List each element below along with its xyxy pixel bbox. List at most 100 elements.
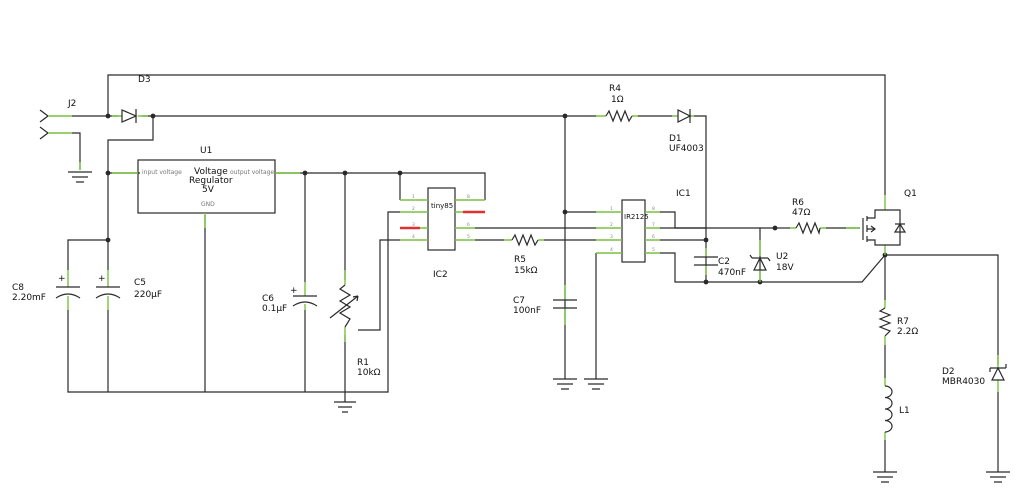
- r7-ref: R7: [897, 317, 909, 327]
- u1-pin-in: input voltage: [142, 169, 182, 176]
- wire-5v-rail: [275, 172, 401, 200]
- svg-text:8: 8: [467, 194, 470, 200]
- resistor-r4[interactable]: R4 1Ω: [596, 84, 638, 123]
- svg-text:+: +: [290, 286, 298, 296]
- svg-text:3: 3: [610, 234, 613, 240]
- j2-ref: J2: [67, 99, 76, 109]
- d1-ref: D1: [669, 134, 682, 144]
- capacitor-c5[interactable]: + C5 220µF: [95, 270, 162, 310]
- svg-text:+: +: [58, 274, 66, 284]
- u2-ref: U2: [776, 252, 788, 262]
- c7-value: 100nF: [513, 306, 541, 316]
- r7-value: 2.2Ω: [897, 327, 918, 337]
- resistor-r7[interactable]: R7 2.2Ω: [878, 300, 918, 345]
- svg-text:3: 3: [412, 222, 415, 228]
- svg-text:4: 4: [610, 247, 613, 253]
- wire-j2-gnd: [72, 132, 81, 170]
- capacitor-c2[interactable]: C2 470nF: [694, 248, 746, 278]
- r1-ref: R1: [357, 358, 369, 368]
- wire-ic2-pin2: [387, 211, 400, 230]
- ground-icon: [68, 162, 92, 183]
- svg-text:2: 2: [610, 222, 613, 228]
- junction: [397, 170, 403, 176]
- r4-value: 1Ω: [611, 95, 624, 105]
- junction: [105, 237, 111, 243]
- u2-value: 18V: [776, 263, 794, 273]
- svg-text:8: 8: [652, 206, 655, 212]
- junction: [562, 209, 568, 215]
- ground-symbols: [68, 162, 1010, 483]
- l1-ref: L1: [899, 406, 910, 416]
- ic1-ref: IC1: [676, 189, 691, 199]
- ground-icon: [553, 377, 577, 390]
- r5-ref: R5: [514, 255, 526, 265]
- inductor-l1[interactable]: L1: [884, 378, 910, 440]
- junction: [150, 113, 156, 119]
- c8-value: 2.20mF: [12, 293, 46, 303]
- wire-ic1-vb: [660, 211, 706, 229]
- capacitor-c6[interactable]: + C6 0.1µF: [262, 282, 318, 314]
- c2-ref: C2: [718, 257, 730, 267]
- mosfet-q1[interactable]: Q1: [846, 189, 917, 255]
- diode-d1[interactable]: D1 UF4003: [669, 109, 704, 154]
- resistor-r5[interactable]: R5 15kΩ: [504, 233, 544, 276]
- diode-d2[interactable]: D2 MBR4030: [942, 355, 1007, 392]
- svg-text:6: 6: [467, 222, 470, 228]
- svg-text:5: 5: [652, 247, 655, 253]
- r5-value: 15kΩ: [514, 266, 538, 276]
- ground-icon: [986, 470, 1010, 483]
- r6-ref: R6: [792, 198, 804, 208]
- resistor-r6[interactable]: R6 47Ω: [790, 198, 826, 236]
- svg-text:5: 5: [467, 234, 470, 240]
- u1-pin-gnd: GND: [201, 201, 215, 208]
- junction: [703, 237, 709, 243]
- svg-text:4: 4: [412, 234, 415, 240]
- junction-dots: [105, 113, 888, 285]
- potentiometer-r1[interactable]: R1 10kΩ: [329, 270, 381, 378]
- svg-text:1: 1: [412, 194, 415, 200]
- junction: [562, 113, 568, 119]
- svg-text:1: 1: [610, 206, 613, 212]
- q1-ref: Q1: [904, 189, 917, 199]
- regulator-u1[interactable]: U1 Voltage Regulator 5V input voltage ou…: [112, 146, 300, 228]
- wire-source-d2: [885, 254, 999, 365]
- svg-text:7: 7: [652, 222, 655, 228]
- c2-value: 470nF: [718, 268, 746, 278]
- u1-line2: Regulator: [189, 176, 233, 186]
- c5-value: 220µF: [134, 290, 162, 300]
- c6-value: 0.1µF: [262, 304, 287, 314]
- ic-ic1[interactable]: 1 2 3 4 8 7 6 5 IR2125 IC1: [596, 189, 691, 263]
- wires: [67, 74, 999, 470]
- diode-d3[interactable]: D3: [112, 75, 151, 123]
- ic-ic2[interactable]: 12 34 86 5 tiny85 IC2: [400, 187, 485, 280]
- junction: [342, 170, 348, 176]
- wire-bottom-rail: [67, 230, 389, 393]
- capacitor-c8[interactable]: + C8 2.20mF: [12, 270, 81, 310]
- connector-j2[interactable]: J2: [39, 99, 76, 140]
- wire-top-rail: [107, 74, 886, 195]
- ground-icon: [873, 470, 897, 483]
- r1-value: 10kΩ: [357, 368, 381, 378]
- svg-text:2: 2: [412, 206, 415, 212]
- d1-value: UF4003: [669, 144, 704, 154]
- junction: [772, 225, 778, 231]
- c7-ref: C7: [513, 296, 525, 306]
- u1-ref: U1: [200, 146, 212, 156]
- r4-ref: R4: [609, 84, 621, 94]
- ic2-chip: tiny85: [431, 202, 453, 210]
- c6-ref: C6: [262, 294, 274, 304]
- c5-ref: C5: [134, 278, 146, 288]
- ic1-chip: IR2125: [624, 213, 649, 221]
- zener-u2[interactable]: U2 18V: [749, 240, 794, 282]
- svg-text:6: 6: [652, 234, 655, 240]
- d2-value: MBR4030: [942, 377, 985, 387]
- ground-icon: [334, 398, 356, 413]
- junction: [302, 170, 308, 176]
- r6-value: 47Ω: [792, 208, 810, 218]
- ground-icon: [584, 377, 608, 390]
- svg-text:+: +: [98, 274, 106, 284]
- d2-ref: D2: [942, 367, 955, 377]
- capacitor-c7[interactable]: C7 100nF: [513, 285, 577, 325]
- u1-pin-out: output voltage: [230, 169, 274, 176]
